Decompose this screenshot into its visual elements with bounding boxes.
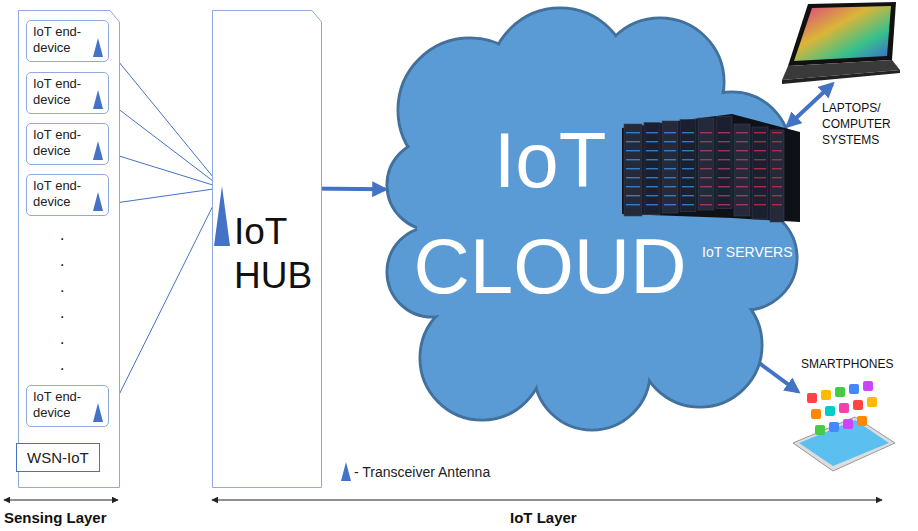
device-label: IoT end-device	[27, 386, 87, 422]
layer-label: Sensing Layer	[4, 509, 107, 526]
layer-panel	[213, 11, 322, 488]
layer-label: IoT Layer	[510, 509, 577, 526]
antenna-symbol	[93, 192, 103, 211]
dev-node: IoT end-device	[26, 20, 109, 62]
layer-panel	[19, 11, 120, 488]
hub-node: IoT HUB	[212, 10, 322, 488]
smartphone-illustration	[793, 381, 895, 471]
server-racks	[622, 114, 800, 222]
node-outline	[785, 355, 915, 477]
legend-text: - Transceiver Antenna	[354, 464, 490, 480]
group-label: WSN-IoT	[16, 443, 100, 472]
dev-node: IoT end-device	[26, 385, 109, 427]
panelL-node: WSN-IoTIoT end-deviceIoT end-deviceIoT e…	[18, 10, 120, 488]
layer-bracket	[212, 499, 882, 500]
ellipsis-dot: .	[60, 226, 64, 244]
laptop-label: LAPTOPS/ COMPUTER SYSTEMS	[822, 100, 906, 149]
device-label: IoT end-device	[27, 21, 87, 57]
layer-bracket	[4, 499, 118, 500]
dev-node: IoT end-device	[26, 123, 109, 165]
antenna-symbol	[93, 403, 103, 422]
phone-label: SMARTPHONES	[801, 357, 893, 371]
antenna-symbol	[93, 38, 103, 57]
antenna-symbol	[93, 90, 103, 109]
antenna-symbol	[93, 141, 103, 160]
dev-node: IoT end-device	[26, 72, 109, 114]
link-arrow	[109, 153, 222, 188]
laptop-node: LAPTOPS/ COMPUTER SYSTEMS	[768, 0, 908, 150]
link-arrow	[109, 188, 222, 204]
ellipsis-dot: .	[60, 304, 64, 322]
device-label: IoT end-device	[27, 124, 87, 160]
cloud-node: IoT CLOUD	[385, 15, 790, 430]
device-label: IoT end-device	[27, 73, 87, 109]
link-arrow	[109, 188, 222, 415]
device-label: IoT end-device	[27, 175, 87, 211]
ellipsis-dot: .	[60, 330, 64, 348]
hub-label: IoT HUB	[234, 210, 314, 299]
laptop-illustration	[782, 2, 900, 84]
legend-antenna	[341, 462, 351, 481]
servers-label: IoT SERVERS	[702, 244, 793, 260]
ellipsis-dot: .	[60, 278, 64, 296]
phone-node: SMARTPHONES	[785, 355, 915, 477]
link-arrow	[109, 102, 222, 188]
ellipsis-dot: .	[60, 356, 64, 374]
dev-node: IoT end-device	[26, 174, 109, 216]
ellipsis-dot: .	[60, 252, 64, 270]
antenna-symbol	[214, 186, 230, 246]
cloud-label: IoT CLOUD	[390, 107, 710, 319]
link-arrow	[109, 50, 222, 188]
